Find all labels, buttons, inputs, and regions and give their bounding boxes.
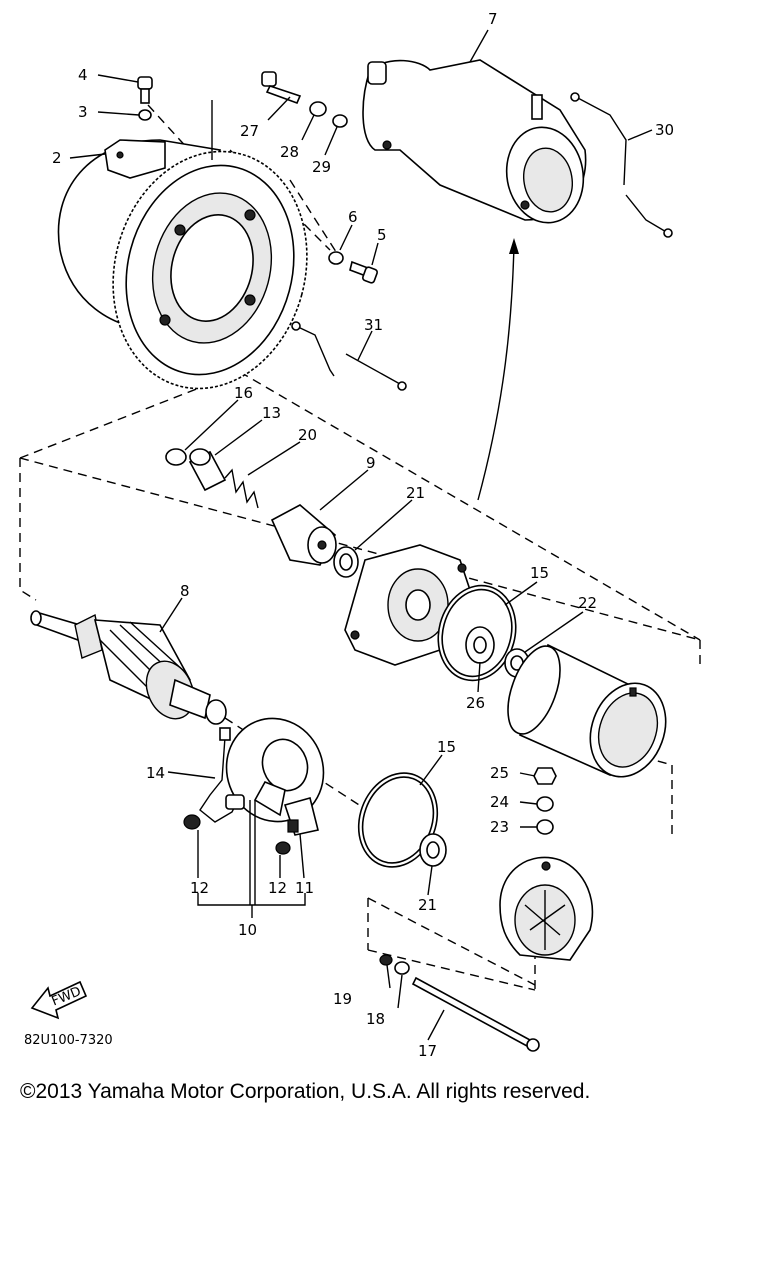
lead-wire-part-31 xyxy=(291,321,407,391)
label-part-6: 6 xyxy=(348,208,358,226)
label-part-15-lower: 15 xyxy=(437,738,456,756)
washer-part-18 xyxy=(394,961,410,975)
label-part-16: 16 xyxy=(234,384,253,402)
collar-part-13 xyxy=(188,448,227,492)
bolt-part-27 xyxy=(261,71,302,105)
pinion-gear-part-9 xyxy=(270,504,337,566)
label-part-24: 24 xyxy=(490,793,509,811)
label-part-10: 10 xyxy=(238,921,257,939)
washer-part-24 xyxy=(536,796,554,812)
brush-holder-plate xyxy=(225,717,325,836)
label-part-28: 28 xyxy=(280,143,299,161)
label-part-19: 19 xyxy=(333,990,352,1008)
diagram-code: 82U100-7320 xyxy=(24,1033,113,1048)
label-part-7: 7 xyxy=(488,10,498,28)
label-part-3: 3 xyxy=(78,103,88,121)
label-part-27: 27 xyxy=(240,122,259,140)
label-part-23: 23 xyxy=(490,818,509,836)
bolt-part-4 xyxy=(137,76,153,104)
label-part-29: 29 xyxy=(312,158,331,176)
starter-motor-exploded-diagram: 4 3 2 7 27 28 29 30 6 5 31 16 13 20 9 21… xyxy=(19,10,701,1060)
spring-part-20 xyxy=(224,468,259,509)
lead-wire-part-30 xyxy=(570,92,673,238)
washer-part-28 xyxy=(309,101,327,117)
spring-part-12-left xyxy=(183,814,201,830)
spring-part-12-right xyxy=(275,841,291,855)
label-part-12-left: 12 xyxy=(190,879,209,897)
label-part-21-upper: 21 xyxy=(406,484,425,502)
label-part-17: 17 xyxy=(418,1042,437,1060)
assembly-arrow xyxy=(477,238,519,501)
label-part-21-lower: 21 xyxy=(418,896,437,914)
brush-holder-part-11 xyxy=(287,819,299,833)
label-part-26: 26 xyxy=(466,694,485,712)
washer-part-21-upper xyxy=(333,546,359,578)
o-ring-part-15-lower xyxy=(357,772,439,868)
bolt-part-5 xyxy=(349,260,378,284)
starter-motor-part-7 xyxy=(362,59,587,224)
part-number-labels: 4 3 2 7 27 28 29 30 6 5 31 16 13 20 9 21… xyxy=(52,10,674,1060)
through-bolt-part-17 xyxy=(411,976,540,1052)
label-part-9: 9 xyxy=(366,454,376,472)
label-part-30: 30 xyxy=(655,121,674,139)
label-part-13: 13 xyxy=(262,404,281,422)
copyright-notice: ©2013 Yamaha Motor Corporation, U.S.A. A… xyxy=(20,1080,591,1103)
label-part-4: 4 xyxy=(78,66,88,84)
leader-lines xyxy=(69,29,653,1041)
label-part-11: 11 xyxy=(295,879,314,897)
rear-cover xyxy=(499,856,594,961)
washer-part-21-lower xyxy=(419,833,447,867)
nut-part-25 xyxy=(533,767,557,785)
label-part-31: 31 xyxy=(364,316,383,334)
label-part-20: 20 xyxy=(298,426,317,444)
label-part-2: 2 xyxy=(52,149,62,167)
label-part-25: 25 xyxy=(490,764,509,782)
label-part-14: 14 xyxy=(146,764,165,782)
washer-part-6 xyxy=(328,251,344,265)
brush-part-14 xyxy=(199,727,245,823)
starter-clutch-ring-gear xyxy=(57,100,308,390)
label-part-18: 18 xyxy=(366,1010,385,1028)
fwd-arrow-icon: FWD xyxy=(30,980,88,1020)
washer-part-23 xyxy=(536,819,554,835)
washer-part-3 xyxy=(138,109,152,121)
yoke xyxy=(507,643,667,778)
oil-seal-part-26 xyxy=(465,626,495,664)
label-part-8: 8 xyxy=(180,582,190,600)
washer-part-19 xyxy=(379,954,393,966)
armature-part-8 xyxy=(30,610,227,725)
label-part-5: 5 xyxy=(377,226,387,244)
label-part-15-upper: 15 xyxy=(530,564,549,582)
plate-part-2 xyxy=(104,139,166,179)
circlip-part-16 xyxy=(165,448,187,466)
washer-part-29 xyxy=(332,114,348,128)
label-part-12-right: 12 xyxy=(268,879,287,897)
label-part-22: 22 xyxy=(578,594,597,612)
